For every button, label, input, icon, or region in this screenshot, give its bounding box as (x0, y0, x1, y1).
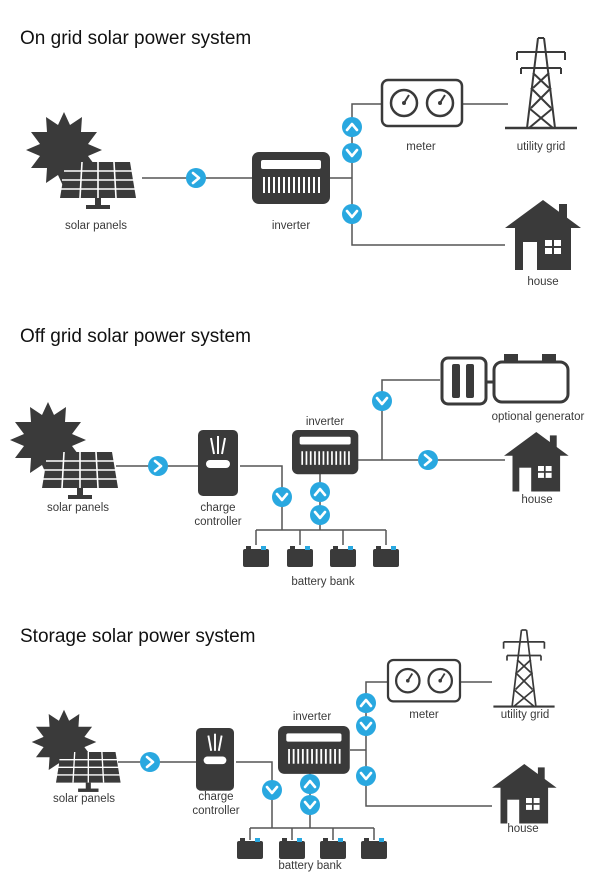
meter-icon (386, 658, 462, 703)
arrow-down-icon (308, 503, 332, 527)
solar-panel-icon (55, 751, 122, 793)
arrow-right-icon (146, 454, 170, 478)
battery-bank (237, 838, 387, 859)
arrow-down-icon (370, 389, 394, 413)
battery-icon (361, 838, 387, 859)
arrow-down-icon (340, 141, 364, 165)
charge-controller-icon (197, 429, 239, 497)
charge-controller-icon (195, 727, 235, 792)
battery-icon (330, 546, 356, 567)
solar-panel-icon (41, 451, 119, 500)
house-icon (504, 199, 582, 271)
arrow-up-icon (298, 772, 322, 796)
battery-icon (373, 546, 399, 567)
label-inverter: inverter (306, 416, 345, 428)
label-optional-generator: optional generator (492, 411, 585, 423)
section-on-grid: solar panels inverter meter utility grid… (26, 36, 582, 288)
label-inverter: inverter (272, 220, 311, 232)
arrow-up-icon (354, 691, 378, 715)
arrow-up-icon (340, 115, 364, 139)
section-off-grid: solar panels charge controller inverter … (10, 352, 585, 588)
inverter-icon (251, 151, 331, 205)
label-battery-bank: battery bank (278, 860, 342, 872)
battery-icon (279, 838, 305, 859)
title-on-grid: On grid solar power system (20, 28, 252, 49)
title-storage: Storage solar power system (20, 626, 256, 647)
label-charge: charge (198, 791, 233, 803)
battery-icon (243, 546, 269, 567)
arrow-right-icon (416, 448, 440, 472)
label-solar-panels: solar panels (65, 220, 127, 232)
house-icon (491, 763, 558, 825)
label-meter: meter (406, 141, 436, 153)
utility-tower-icon (503, 36, 579, 130)
battery-bank (243, 546, 399, 567)
label-charge: charge (200, 502, 235, 514)
label-house: house (521, 494, 552, 506)
label-battery-bank: battery bank (291, 576, 355, 588)
battery-icon (320, 838, 346, 859)
label-controller: controller (194, 516, 241, 528)
arrow-down-icon (260, 778, 284, 802)
label-inverter: inverter (293, 711, 332, 723)
label-solar-panels: solar panels (47, 502, 109, 514)
label-utility-grid: utility grid (501, 709, 550, 721)
battery-icon (237, 838, 263, 859)
arrow-right-icon (138, 750, 162, 774)
label-meter: meter (409, 709, 439, 721)
inverter-icon (291, 429, 360, 476)
label-house: house (527, 276, 558, 288)
solar-panel-icon (59, 161, 137, 210)
battery-icon (287, 546, 313, 567)
section-storage: solar panels charge controller inverter … (31, 628, 558, 872)
arrow-down-icon (340, 202, 364, 226)
label-solar-panels: solar panels (53, 793, 115, 805)
meter-icon (380, 78, 464, 128)
label-house: house (507, 823, 538, 835)
arrow-down-icon (298, 793, 322, 817)
arrow-right-icon (184, 166, 208, 190)
arrow-up-icon (308, 480, 332, 504)
house-icon (503, 431, 570, 493)
title-off-grid: Off grid solar power system (20, 326, 251, 347)
label-utility-grid: utility grid (517, 141, 566, 153)
generator-icon (440, 352, 570, 406)
arrow-down-icon (354, 764, 378, 788)
arrow-down-icon (270, 485, 294, 509)
inverter-icon (277, 725, 351, 775)
label-controller: controller (192, 805, 239, 817)
arrow-down-icon (354, 714, 378, 738)
utility-tower-icon (492, 628, 556, 708)
